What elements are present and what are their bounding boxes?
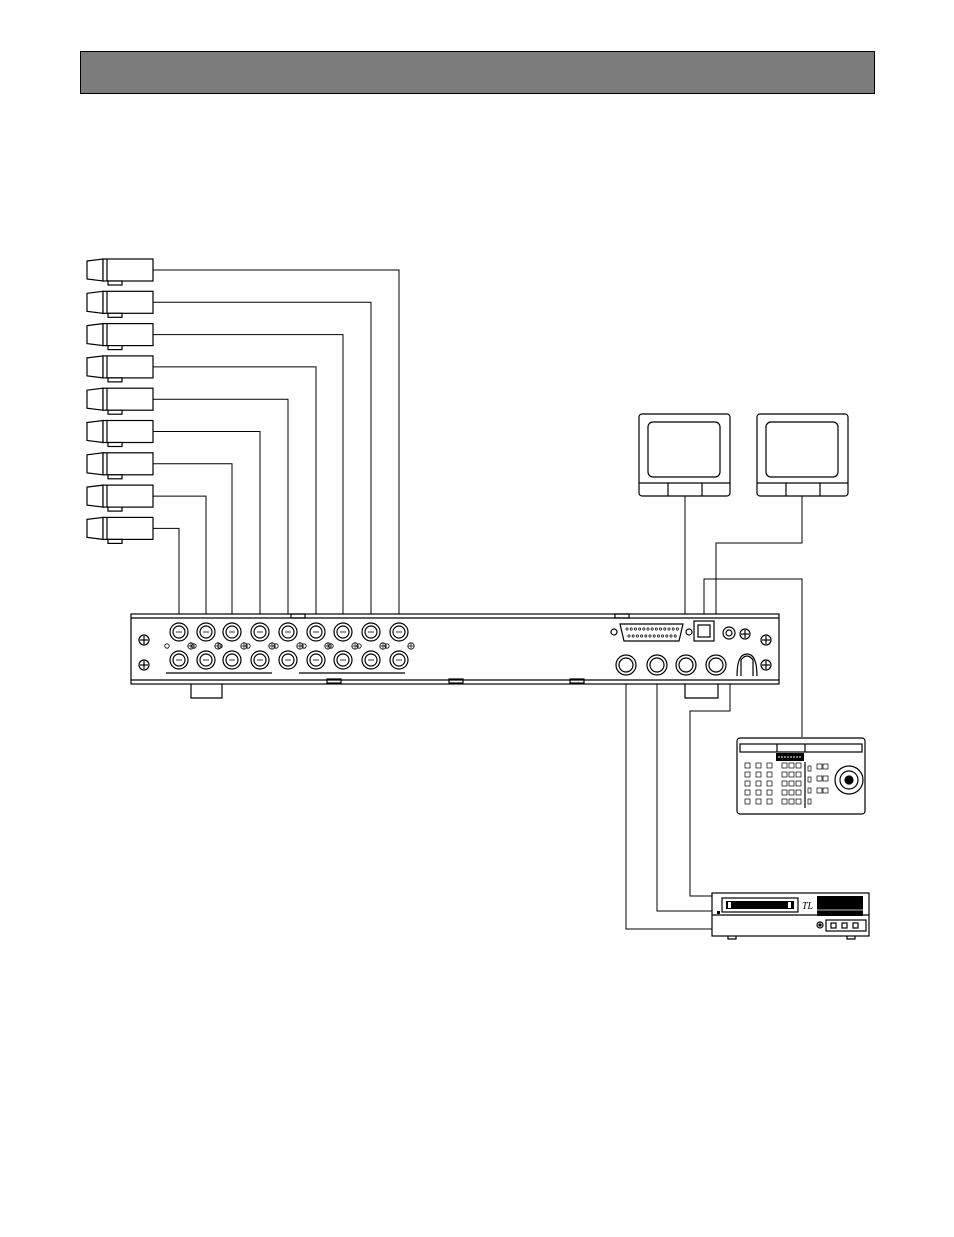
- camera-8: [87, 485, 153, 511]
- camera-4: [87, 356, 153, 382]
- multiplexer-rear-panel: [131, 614, 779, 698]
- camera-cable-1: [153, 270, 399, 625]
- vcr-label: TL: [802, 901, 814, 912]
- camera-cable-3: [153, 335, 343, 625]
- data-port: [694, 621, 714, 641]
- time-lapse-vcr: [712, 893, 869, 939]
- camera-3: [87, 324, 153, 350]
- camera-5: [87, 388, 153, 414]
- camera-cable-7: [153, 464, 232, 625]
- camera-2: [87, 291, 153, 317]
- camera-cable-9: [153, 528, 179, 625]
- camera-7: [87, 453, 153, 479]
- monitor-1: [639, 414, 730, 496]
- system-controller: [737, 738, 865, 814]
- camera-9: [87, 517, 153, 543]
- camera-cables: [153, 270, 399, 625]
- dsub-connector: [611, 624, 692, 641]
- camera-1: [87, 259, 153, 285]
- monitor-2: [757, 414, 848, 496]
- camera-cable-5: [153, 399, 288, 625]
- output-cables: [626, 496, 802, 929]
- camera-6: [87, 421, 153, 447]
- camera-group: [87, 259, 153, 543]
